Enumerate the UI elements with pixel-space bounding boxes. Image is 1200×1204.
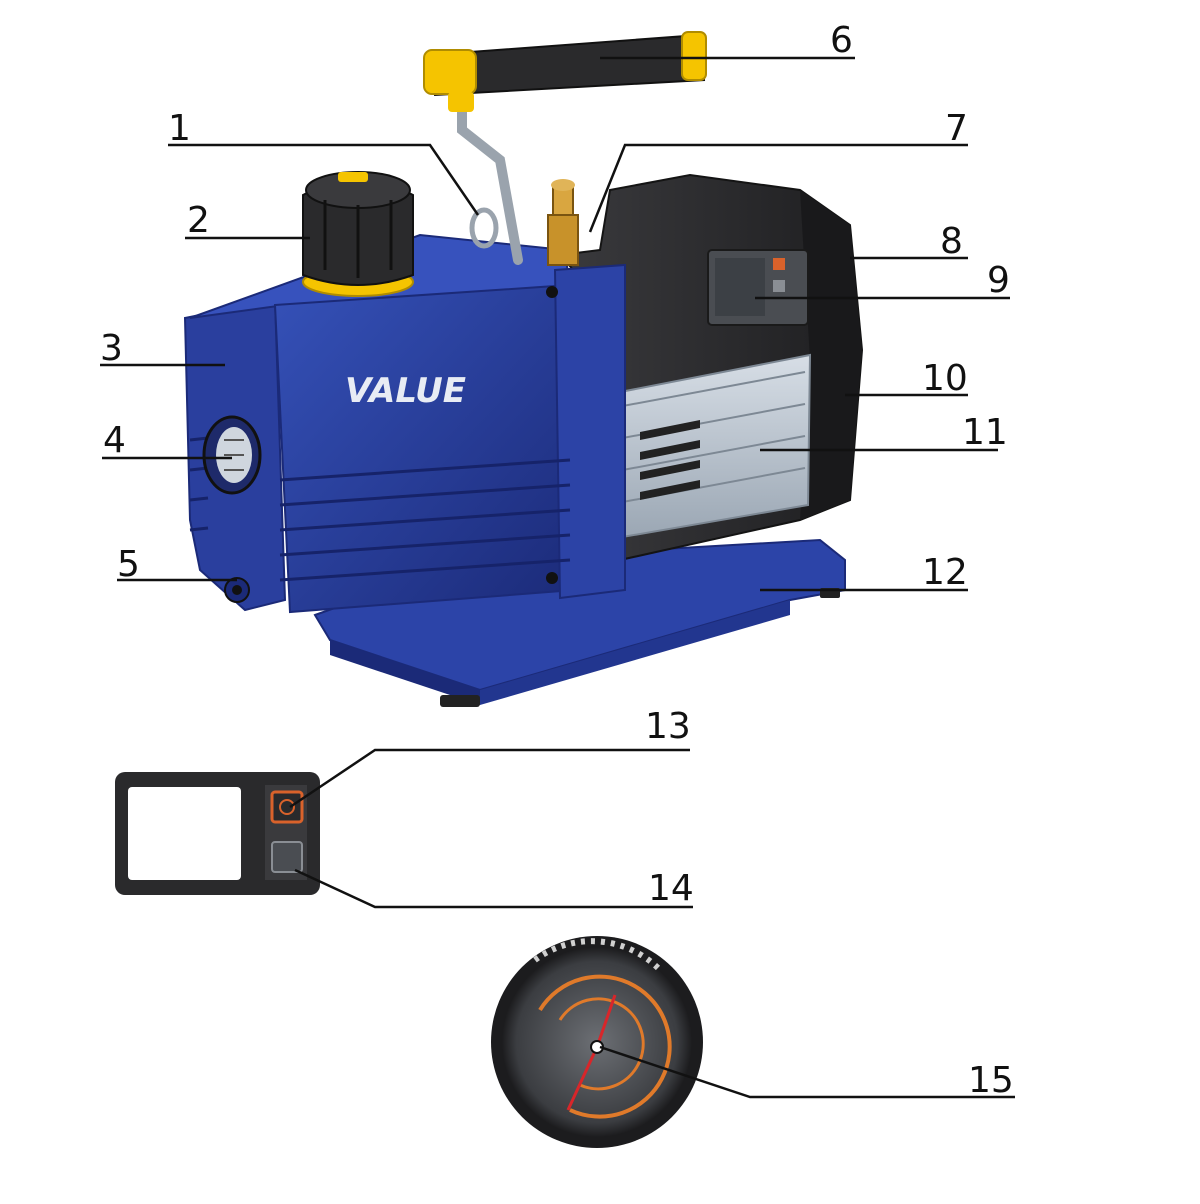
callout-2: 2	[187, 200, 210, 241]
callout-3: 3	[100, 328, 123, 369]
display-screen	[707, 249, 809, 326]
display-icon-orange	[773, 258, 785, 270]
callout-15: 15	[968, 1060, 1014, 1101]
callout-numbers: 1 2 3 4 5 6 7 8 9 10 11 12 13 14 15	[100, 20, 1014, 1101]
vacuum-gauge	[491, 936, 703, 1148]
gauge-needle	[595, 994, 617, 1048]
leader-lines	[100, 56, 1015, 1099]
brass-inlet-fitting	[547, 179, 579, 266]
lift-ring	[469, 207, 499, 249]
callout-5: 5	[117, 544, 140, 585]
callout-4: 4	[103, 420, 126, 461]
callout-9: 9	[987, 260, 1010, 301]
callout-14: 14	[648, 868, 694, 909]
callout-11: 11	[962, 412, 1008, 453]
callout-12: 12	[922, 552, 968, 593]
oil-sight-glass	[202, 415, 262, 495]
callout-7: 7	[945, 108, 968, 149]
oil-drain-plug	[224, 577, 250, 603]
callout-10: 10	[922, 358, 968, 399]
mode-button-icon	[271, 841, 303, 873]
handle	[423, 31, 707, 265]
callout-1: 1	[168, 108, 191, 149]
brand-logo: VALUE	[345, 371, 466, 411]
callout-13: 13	[645, 706, 691, 747]
oil-fill-cap	[302, 171, 414, 297]
callout-6: 6	[830, 20, 853, 61]
power-button-icon	[270, 790, 304, 824]
pump-body: VALUE	[183, 233, 626, 614]
callout-8: 8	[940, 221, 963, 262]
display-panel-inset	[115, 772, 320, 895]
